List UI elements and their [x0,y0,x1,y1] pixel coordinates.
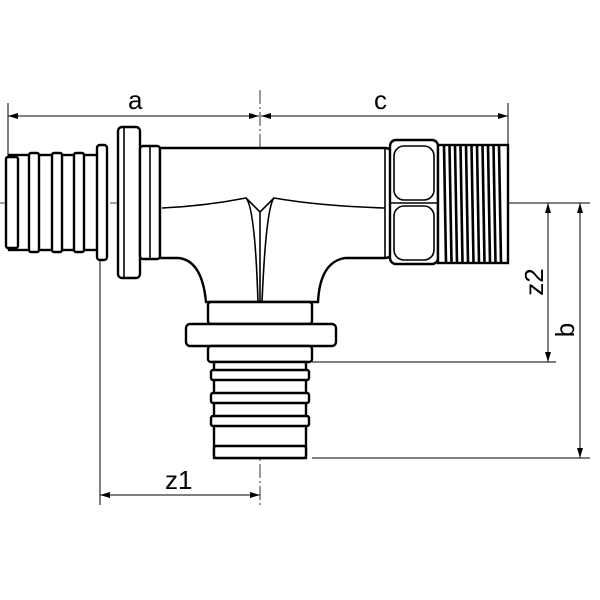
thread-ridge [464,144,470,264]
thread-ridge [475,144,481,264]
thread-ridge [459,144,464,264]
dimension-z2-b: z2 b [312,202,590,459]
thread-ridge [470,144,475,264]
dimension-label-a: a [128,85,143,115]
dimension-label-c: c [374,85,387,115]
thread-ridge [453,144,459,264]
dimension-label-z2: z2 [519,268,549,295]
dimension-label-b: b [550,323,580,337]
thread-ridge [442,144,448,264]
thread-lines [442,144,503,264]
bottom-flange [184,300,338,364]
tee-body [158,146,394,304]
thread-ridge [448,144,453,264]
hex-nut [388,138,440,266]
thread-ridge [492,144,497,264]
dimension-z1: z1 [99,260,260,505]
male-thread [436,143,510,265]
thread-ridge [486,144,492,264]
thread-ridge [497,144,503,264]
dimension-label-z1: z1 [165,465,192,495]
dimension-a-c: a c [7,85,509,160]
bottom-pex-insert [209,360,311,460]
left-pex-insert [4,143,109,262]
thread-ridge [481,144,486,264]
left-flange [116,125,162,280]
